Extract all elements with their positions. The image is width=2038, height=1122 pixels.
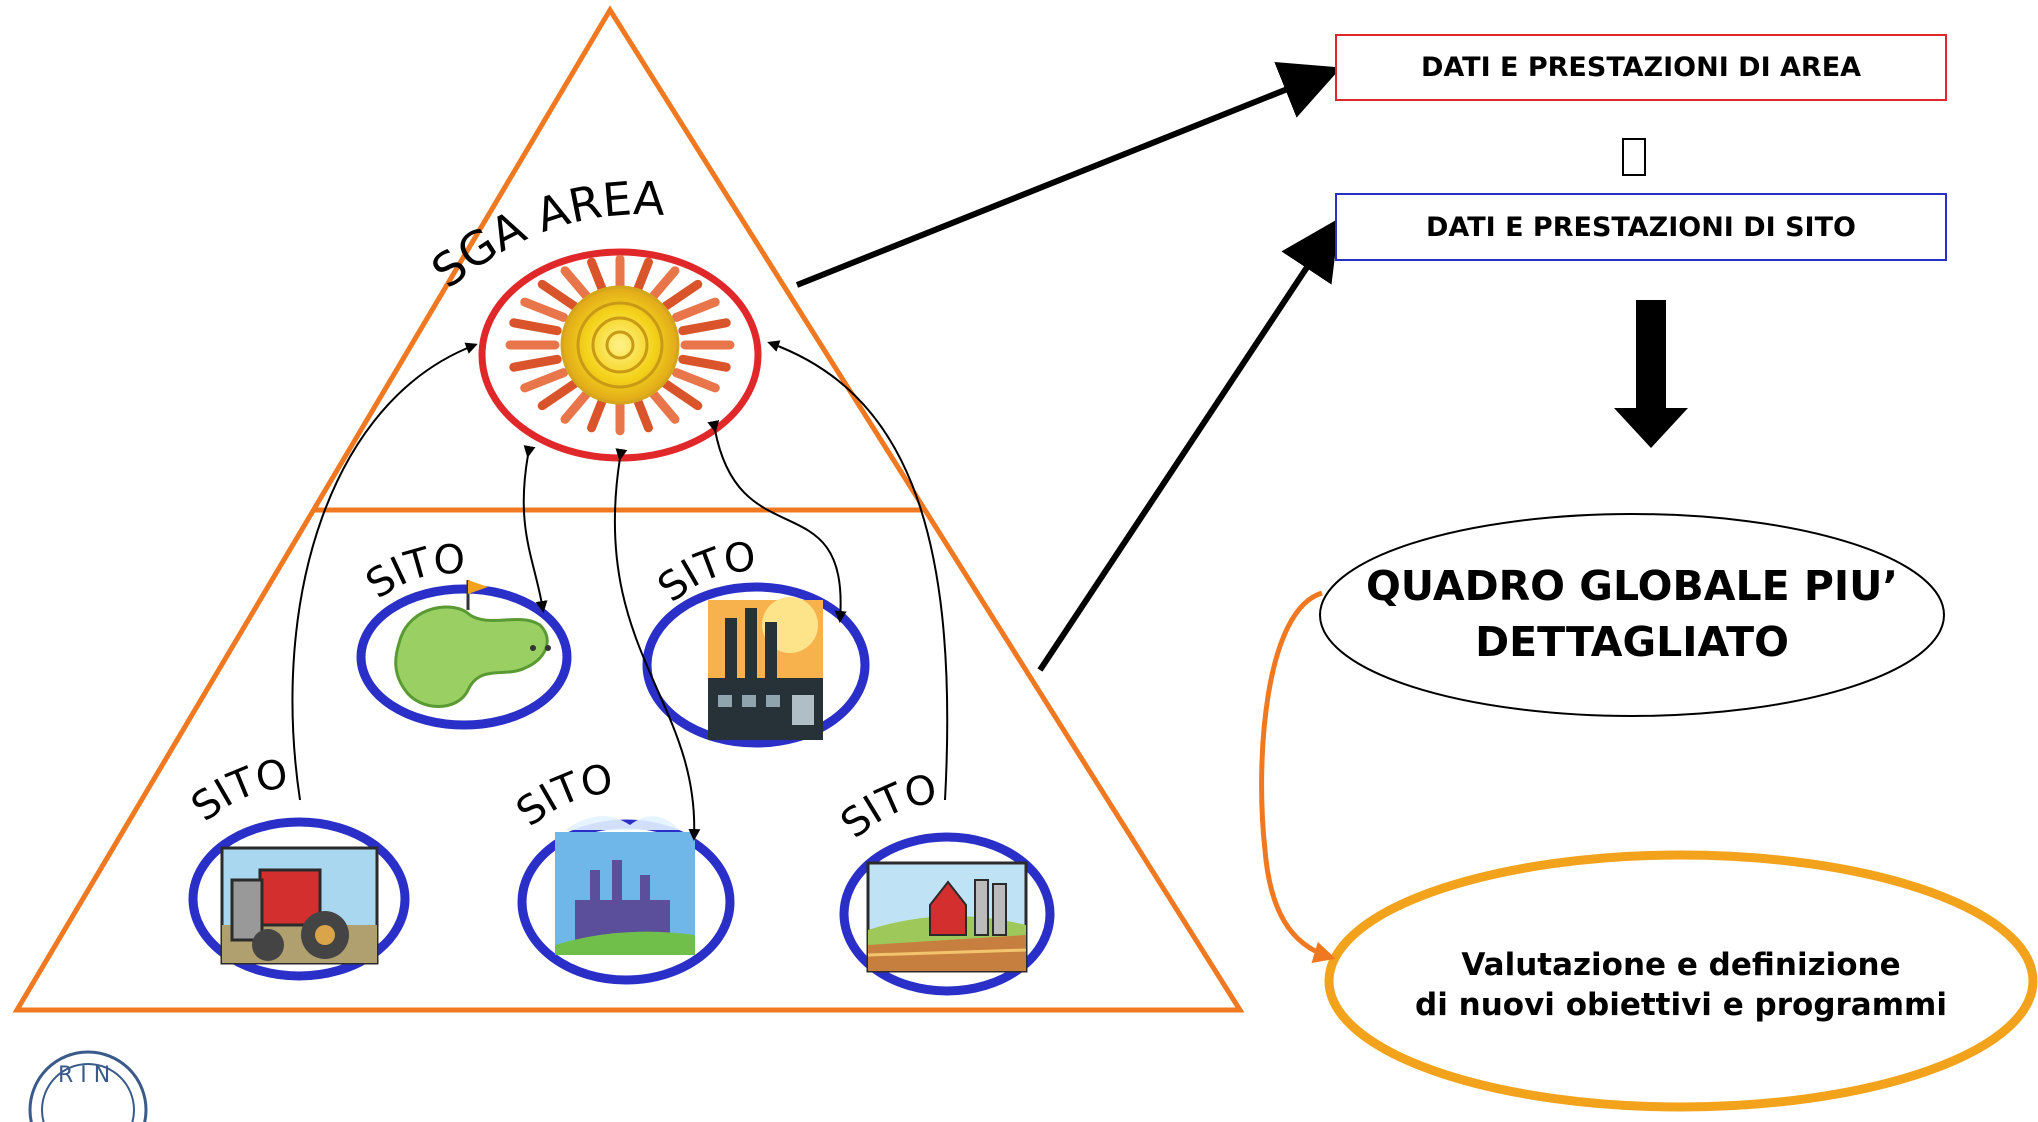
site-area-connectors <box>291 340 949 841</box>
arrow-to-area-box <box>795 61 1342 288</box>
sun-ray <box>520 297 569 322</box>
site-industrial: SITO <box>508 756 735 985</box>
site-farm: SITO <box>833 767 1055 996</box>
valutazione-label: Valutazione e definizione di nuovi obiet… <box>1340 945 2022 1025</box>
down-block-arrow <box>1614 300 1688 448</box>
connector-tractor-area <box>291 342 478 801</box>
feedback-loop-arrow <box>1259 590 1336 963</box>
quadro-line-2: DETTAGLIATO <box>1475 618 1789 666</box>
site-factory: SITO <box>642 534 870 748</box>
sun-ray <box>671 368 720 393</box>
sun-ray <box>537 379 579 411</box>
svg-text:R I N: R I N <box>58 1063 110 1088</box>
sun-ray <box>661 379 703 411</box>
farm-barn-icon <box>866 861 1028 973</box>
site-tractor: SITO <box>183 751 410 981</box>
connector-farm-area <box>767 340 949 801</box>
sun-ray <box>587 257 608 297</box>
quadro-line-1: QUADRO GLOBALE PIU’ <box>1365 562 1899 610</box>
sun-ray <box>632 393 653 433</box>
site-golf: SITO <box>356 537 572 730</box>
connector-factory-area <box>707 420 847 623</box>
valutazione-line-1: Valutazione e definizione <box>1461 947 1901 983</box>
arrow-to-site-box <box>1037 217 1340 672</box>
sun-ray <box>560 266 592 302</box>
site-label: SITO <box>183 751 290 830</box>
sun-ray <box>537 279 579 311</box>
area-sun-emblem <box>478 248 762 462</box>
valutazione-line-2: di nuovi obiettivi e programmi <box>1415 987 1947 1023</box>
tractor-icon <box>220 846 379 965</box>
seal-logo: R I N <box>28 1050 148 1122</box>
sun-ray <box>587 393 608 433</box>
sun-ray <box>671 297 720 322</box>
sun-ray <box>560 388 592 424</box>
sun-ray <box>648 266 680 302</box>
sun-rays <box>505 254 735 436</box>
sun-ray <box>509 354 562 372</box>
separator-glyph <box>1622 138 1646 176</box>
connector-industrial-area <box>613 448 701 841</box>
golf-course-icon <box>394 580 551 708</box>
quadro-oval <box>1319 513 1945 717</box>
sun-ray <box>509 318 562 336</box>
connector-golf-area <box>522 445 548 613</box>
sun-ray <box>678 318 731 336</box>
site-data-box: DATI E PRESTAZIONI DI SITO <box>1335 193 1947 261</box>
valutazione-oval <box>1324 850 2038 1112</box>
sga-area-label: SGA AREA <box>422 171 666 298</box>
area-data-box: DATI E PRESTAZIONI DI AREA <box>1335 34 1947 101</box>
industrial-plant-icon <box>555 816 695 955</box>
quadro-label: QUADRO GLOBALE PIU’ DETTAGLIATO <box>1330 558 1934 670</box>
sun-ray <box>520 368 569 393</box>
factory-icon <box>708 597 823 740</box>
sun-ray <box>648 388 680 424</box>
sun-ray <box>678 354 731 372</box>
sun-ray <box>661 279 703 311</box>
sun-ray <box>632 257 653 297</box>
